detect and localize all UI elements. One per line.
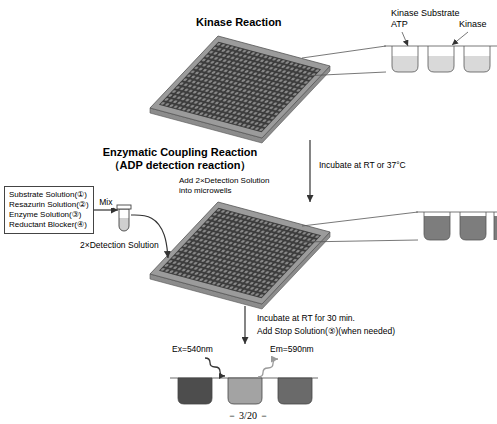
reagent-item: Enzyme Solution(③) (9, 210, 89, 220)
step-note: Add Stop Solution(⑤)(when needed) (256, 326, 396, 337)
wavelength-label: Em=590nm (270, 344, 314, 355)
wavelength-label: Ex=540nm (172, 344, 213, 355)
excitation-wave (205, 358, 225, 376)
well-callout (302, 212, 497, 242)
process-arrow (94, 209, 118, 210)
step-label: Incubate at RT for 30 min. (256, 313, 356, 324)
process-arrow (244, 306, 245, 344)
step-heading: Enzymatic Coupling Reaction (100, 146, 260, 159)
emission-wave (258, 359, 278, 377)
reagent-label: Kinase (458, 19, 488, 30)
microplate (150, 202, 330, 309)
microplate: Kinase Reaction (150, 36, 330, 140)
step-heading: Kinase Reaction (196, 16, 282, 29)
microplate (150, 36, 330, 143)
reagent-label: Kinase Substrate ATP (390, 8, 469, 30)
page-number: － 3/20 － (226, 410, 271, 422)
microplate: Enzymatic Coupling Reaction（ADP detectio… (168, 202, 312, 306)
well-callout (302, 32, 497, 76)
reagent-list-box: Substrate Solution(①)Resazurin Solution(… (4, 186, 94, 234)
reagent-item: Reductant Blocker(④) (9, 220, 89, 230)
detection-tube: 2×Detection Solution (118, 205, 131, 232)
step-label: Mix (98, 197, 113, 208)
readout-wells: Ex=540nm Em=590nm (172, 344, 318, 404)
step-label: Add 2×Detection Solution into microwells (178, 176, 276, 196)
step-label: Incubate at RT or 37°C (318, 160, 407, 171)
reagent-item: Substrate Solution(①) (9, 190, 89, 200)
process-arrow (131, 215, 168, 258)
reagent-item: Resazurin Solution(②) (9, 200, 89, 210)
process-arrow (309, 140, 310, 202)
tube-label: 2×Detection Solution (80, 240, 159, 251)
tube-icon (117, 205, 131, 231)
readout-wells (170, 378, 318, 404)
step-subheading: （ADP detection reaction） (100, 159, 260, 172)
